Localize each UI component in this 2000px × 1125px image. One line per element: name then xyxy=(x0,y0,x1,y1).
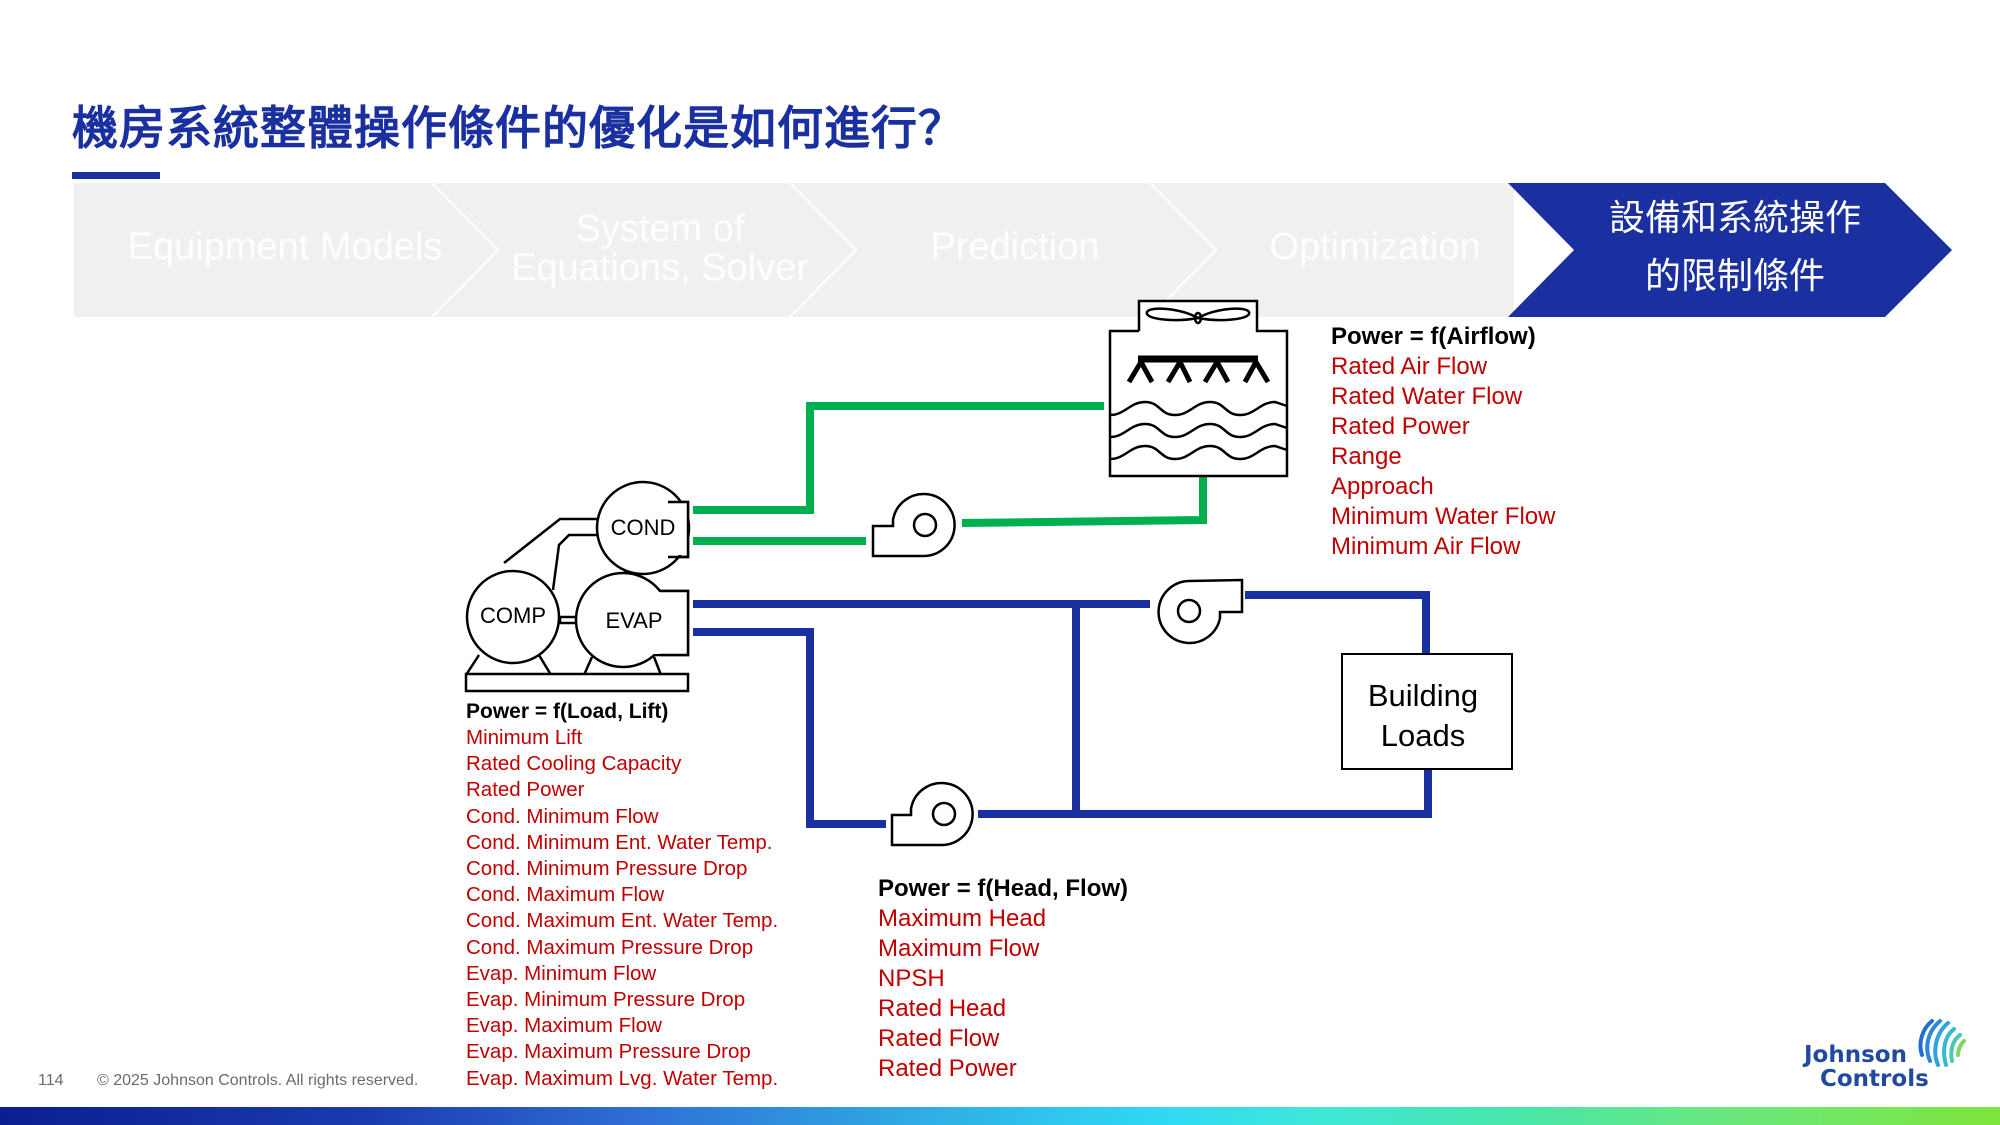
secondary-return-pipe xyxy=(978,768,1432,818)
logo-line-2: Controls xyxy=(1820,1066,1929,1092)
constraint-item: Maximum Flow xyxy=(878,935,1040,962)
step-line-2: Equations, Solver xyxy=(511,247,809,289)
compressor-shell xyxy=(465,569,561,665)
evap-label: EVAP xyxy=(605,608,662,633)
constraint-item: Cond. Minimum Pressure Drop xyxy=(466,857,748,881)
process-background xyxy=(74,183,1514,317)
constraint-item: Minimum Lift xyxy=(466,726,583,749)
fan-icon xyxy=(1145,307,1251,322)
pump-impeller-icon xyxy=(912,512,938,538)
constraint-item: Cond. Maximum Pressure Drop xyxy=(466,935,754,959)
constraint-item: Rated Air Flow xyxy=(1331,353,1488,380)
chilled-return-pipe xyxy=(693,628,886,828)
constraint-item: Minimum Air Flow xyxy=(1331,533,1521,560)
constraint-item: Rated Cooling Capacity xyxy=(466,752,682,776)
chevron-divider-2 xyxy=(789,182,858,318)
constraint-item: Cond. Minimum Ent. Water Temp. xyxy=(466,830,773,854)
primary-chilled-water-pump xyxy=(1157,578,1244,645)
footer-gradient-band xyxy=(0,1107,2000,1125)
page-number: 114 xyxy=(38,1072,64,1089)
constraint-item: NPSH xyxy=(878,965,945,992)
secondary-chilled-water-pump xyxy=(890,781,974,847)
page-title: 機房系統整體操作條件的優化是如何進行？ xyxy=(72,101,965,155)
process-flow xyxy=(74,182,1952,318)
constraint-item: Rated Power xyxy=(878,1055,1017,1082)
constraint-item: Rated Water Flow xyxy=(1331,383,1523,410)
constraint-item: Evap. Minimum Flow xyxy=(466,961,657,985)
constraint-item: Range xyxy=(1331,443,1402,470)
condenser-water-loop xyxy=(693,402,1207,545)
chevron-divider-1 xyxy=(431,182,500,318)
constraint-item: Minimum Water Flow xyxy=(1331,503,1556,530)
pump-equation: Power = f(Head, Flow) xyxy=(878,875,1129,902)
constraint-item: Evap. Maximum Lvg. Water Temp. xyxy=(466,1066,779,1090)
constraint-item: Maximum Head xyxy=(878,905,1047,932)
comp-label: COMP xyxy=(480,603,546,628)
spray-nozzles-icon xyxy=(1126,360,1271,384)
constraint-item: Cond. Maximum Ent. Water Temp. xyxy=(466,909,779,933)
process-step-prediction: Prediction xyxy=(930,226,1100,268)
constraint-item: Approach xyxy=(1331,473,1434,500)
constraint-item: Rated Head xyxy=(878,995,1007,1022)
constraint-item: Rated Power xyxy=(1331,413,1470,440)
building-loads-box xyxy=(1341,653,1513,770)
constraint-item: Evap. Maximum Pressure Drop xyxy=(466,1040,751,1064)
constraint-item: Evap. Maximum Flow xyxy=(466,1014,662,1038)
step-line-1: System of xyxy=(575,208,745,250)
chilled-water-loop xyxy=(693,591,1432,828)
constraint-item: Cond. Maximum Flow xyxy=(466,883,665,907)
logo-line-1: Johnson xyxy=(1804,1042,1907,1068)
fill-media-icon xyxy=(1109,400,1288,461)
pump-impeller-icon xyxy=(1176,598,1202,624)
secondary-supply-pipe xyxy=(1245,591,1430,654)
process-step-constraints: 設備和系統操作 的限制條件 xyxy=(1570,190,1900,306)
process-step-optimization: Optimization xyxy=(1269,226,1481,268)
chiller-equation: Power = f(Load, Lift) xyxy=(466,700,669,723)
cooling-tower-equation: Power = f(Airflow) xyxy=(1331,323,1536,350)
cooling-tower xyxy=(1108,299,1289,478)
condenser-supply-pipe xyxy=(693,402,1104,514)
constraint-item: Rated Power xyxy=(466,778,585,802)
condenser-return-pipe-right xyxy=(961,475,1207,527)
condenser-water-pump xyxy=(871,492,956,558)
logo-swirl-icon xyxy=(1918,1019,1966,1067)
johnson-controls-logo: Johnson Controls xyxy=(1800,1015,1970,1095)
constraint-item: Cond. Minimum Flow xyxy=(466,804,659,828)
chevron-divider-3 xyxy=(1149,182,1218,318)
copyright-text: © 2025 Johnson Controls. All rights rese… xyxy=(97,1072,419,1089)
title-underline xyxy=(72,172,160,179)
chiller xyxy=(464,480,691,693)
pump-impeller-icon xyxy=(931,801,957,827)
step-line-2: 的限制條件 xyxy=(1644,256,1825,297)
process-step-active-shape xyxy=(1508,183,1952,317)
chiller-base xyxy=(464,672,690,693)
constraint-item: Rated Flow xyxy=(878,1025,1000,1052)
step-line-1: 設備和系統操作 xyxy=(1608,198,1861,239)
constraint-item: Evap. Minimum Pressure Drop xyxy=(466,988,746,1012)
process-step-equipment-models: Equipment Models xyxy=(127,226,443,268)
building-loads-line-2: Loads xyxy=(1381,718,1465,753)
process-step-system-of-equations: System of Equations, Solver xyxy=(490,210,830,288)
building-loads-line-1: Building xyxy=(1368,678,1478,713)
cond-label: COND xyxy=(611,515,676,540)
